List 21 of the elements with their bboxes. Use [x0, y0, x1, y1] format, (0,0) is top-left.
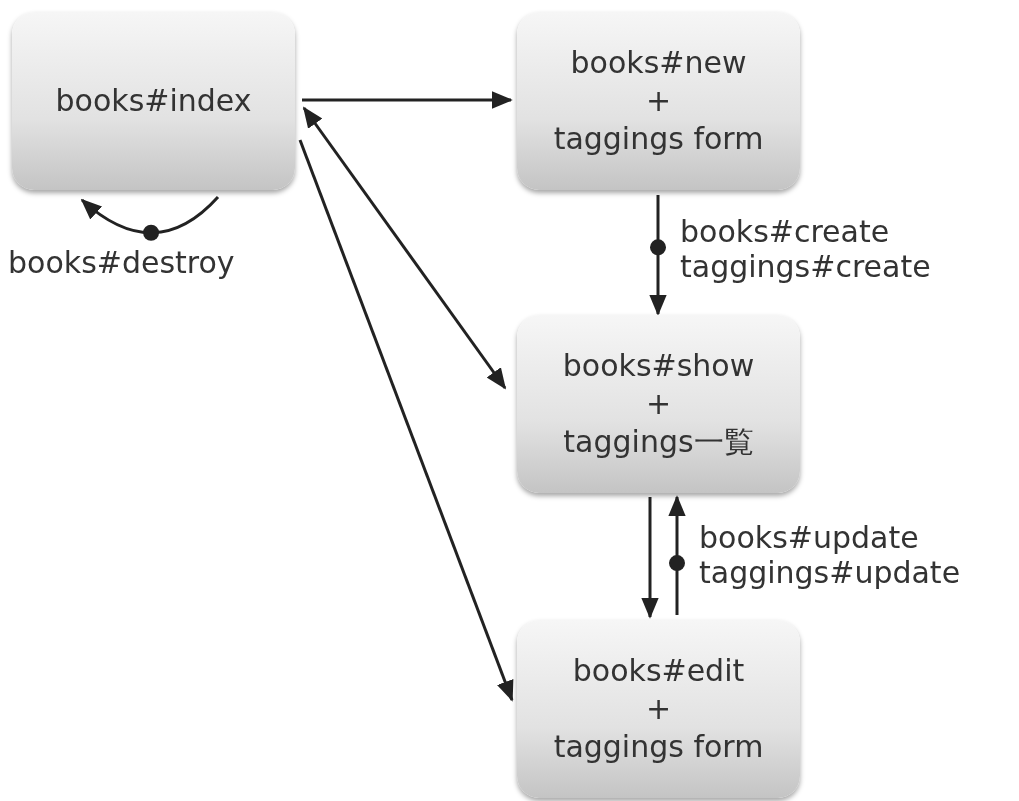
page-box — [517, 12, 800, 190]
node-text: books#index — [55, 82, 252, 120]
node-text: taggings一覧 — [563, 423, 754, 461]
node-text: books#edit — [572, 652, 745, 690]
arrow — [302, 91, 513, 109]
arrow — [302, 106, 507, 390]
page-box — [12, 12, 295, 190]
page-box — [517, 620, 800, 798]
page-box — [517, 315, 800, 493]
arrow — [668, 495, 686, 615]
node-text: taggings form — [553, 120, 764, 158]
arrow — [298, 139, 514, 702]
node-text: books#show — [562, 347, 755, 385]
node-text: + — [645, 385, 672, 423]
arrow — [649, 195, 667, 316]
node-text: + — [645, 690, 672, 728]
node-text: taggings form — [553, 728, 764, 766]
loop-arrow — [80, 195, 220, 235]
arrow — [641, 497, 659, 619]
node-text: books#new — [570, 44, 747, 82]
node-text: + — [645, 82, 672, 120]
